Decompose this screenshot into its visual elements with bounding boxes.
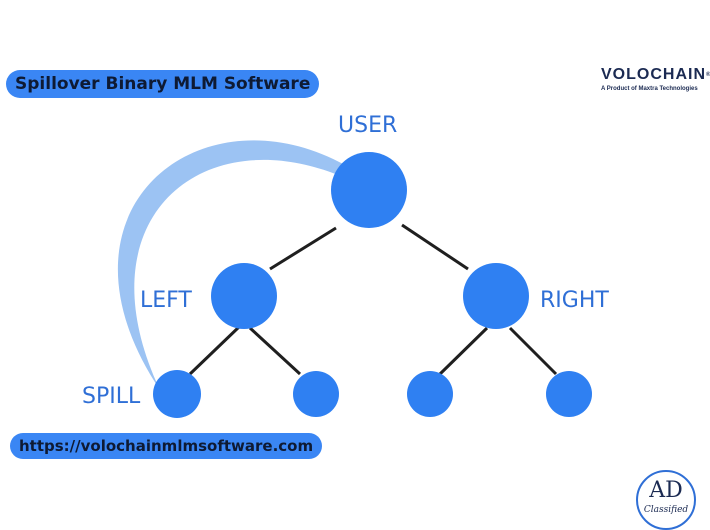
edge-left-spill [188,324,242,376]
left-node [211,263,277,329]
ad-classified-badge: AD Classified [636,470,696,530]
right-node [463,263,529,329]
edge-user-right [401,223,469,271]
logo-tagline: A Product of Maxtra Technologies [601,86,698,92]
logo-name: VOLOCHAIN [601,66,706,83]
edge-user-left [269,226,337,271]
left-leaf-node [293,371,339,417]
badge-main-text: AD [649,478,683,503]
edge-left-leaf [248,326,302,376]
page-title: Spillover Binary MLM Software [6,70,320,98]
volochain-logo: VOLOCHAIN® A Product of Maxtra Technolog… [601,66,710,92]
user-node [331,152,407,228]
left-label: LEFT [140,288,192,313]
right-label: RIGHT [540,288,609,313]
right-leaf-node-2 [546,371,592,417]
registered-mark: ® [706,72,710,78]
edge-right-leaf-1 [438,326,489,376]
user-label: USER [338,113,397,138]
badge-sub-text: Classified [643,505,689,515]
spill-node [153,370,201,418]
website-url[interactable]: https://volochainmlmsoftware.com [10,433,323,459]
spill-arc [117,140,345,390]
spill-label: SPILL [82,384,141,409]
edge-right-leaf-2 [508,326,558,376]
right-leaf-node-1 [407,371,453,417]
